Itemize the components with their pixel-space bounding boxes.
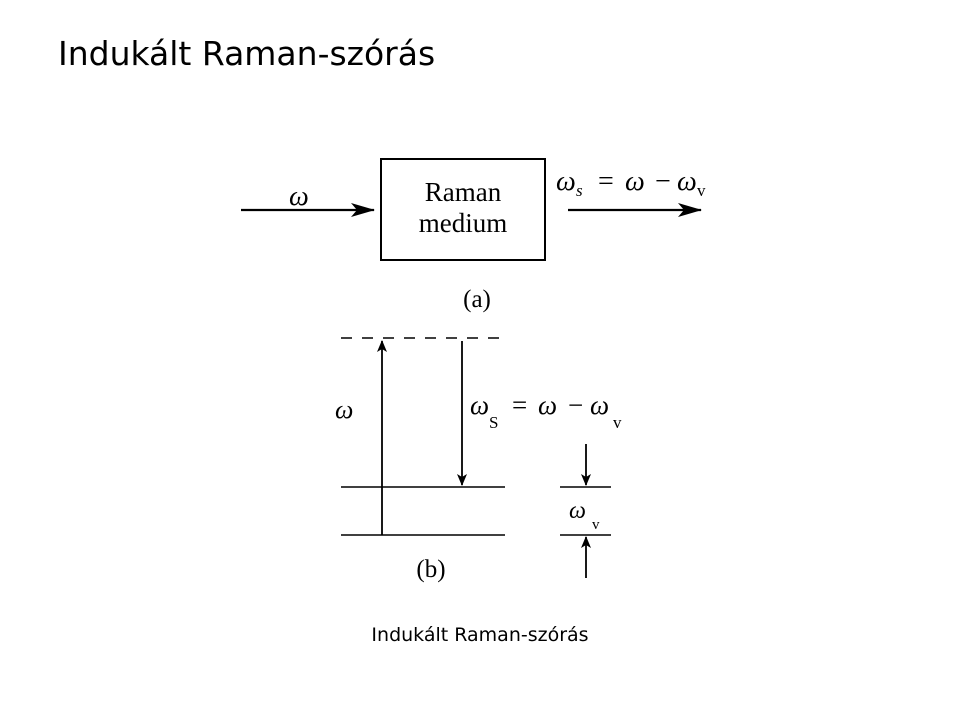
gap-omega-sub: v bbox=[592, 517, 600, 533]
slide-title: Indukált Raman-szórás bbox=[58, 34, 436, 73]
box-label-raman: Raman bbox=[425, 177, 502, 207]
panel-b-label: (b) bbox=[416, 556, 445, 583]
output-equation: ω s = ω − ω v bbox=[556, 166, 706, 200]
svg-text:ω: ω bbox=[470, 390, 489, 420]
pump-omega-label: ω bbox=[335, 395, 353, 424]
slide-caption: Indukált Raman-szórás bbox=[371, 624, 589, 646]
svg-text:ω: ω bbox=[590, 390, 609, 420]
panel-a: ω Raman medium ω s = ω − ω v (a) bbox=[241, 158, 706, 313]
svg-text:−: − bbox=[655, 166, 671, 197]
svg-text:ω: ω bbox=[538, 390, 557, 420]
svg-text:s: s bbox=[576, 181, 583, 200]
svg-text:S: S bbox=[489, 413, 498, 432]
svg-text:v: v bbox=[613, 413, 622, 432]
svg-text:=: = bbox=[598, 166, 614, 197]
svg-text:ω: ω bbox=[556, 166, 576, 197]
gap-omega-label: ω bbox=[569, 498, 586, 524]
svg-text:v: v bbox=[697, 181, 706, 200]
box-label-medium: medium bbox=[419, 208, 508, 238]
svg-text:−: − bbox=[568, 390, 583, 420]
panel-b: ω ω S = ω − ω v ω v (b) bbox=[335, 337, 622, 583]
svg-text:ω: ω bbox=[625, 166, 645, 197]
stokes-equation: ω S = ω − ω v bbox=[470, 390, 622, 432]
raman-medium-box bbox=[380, 158, 546, 261]
svg-text:ω: ω bbox=[677, 166, 697, 197]
panel-a-label: (a) bbox=[463, 286, 491, 313]
svg-text:=: = bbox=[512, 390, 527, 420]
input-omega-label: ω bbox=[289, 181, 309, 212]
